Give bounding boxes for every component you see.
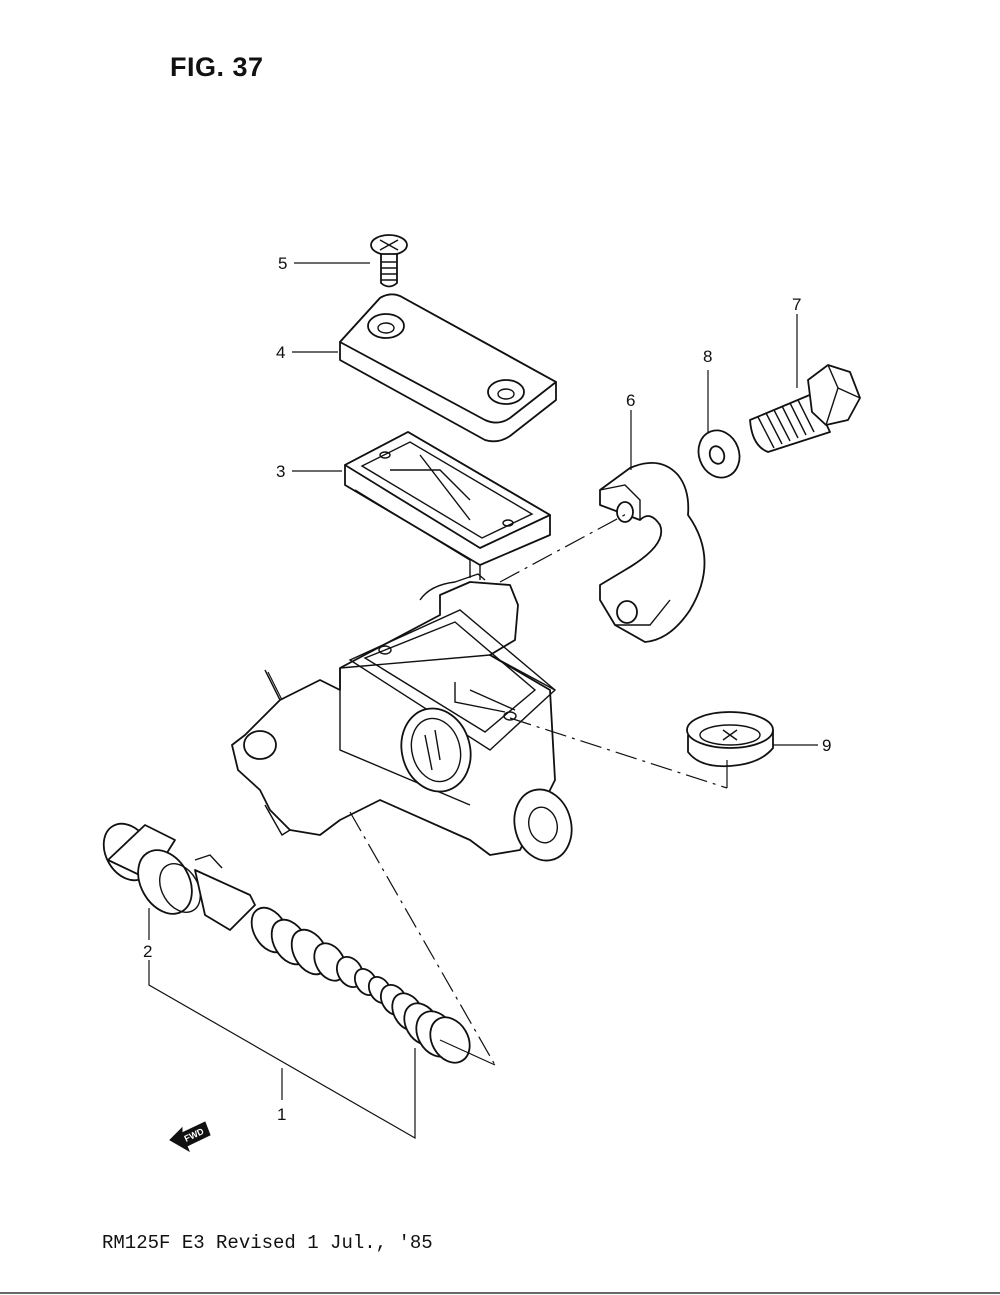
part-4-reservoir-cover (339, 293, 557, 443)
callout-3: 3 (276, 462, 285, 481)
part-7-bolt (749, 364, 861, 453)
part-9-boot (686, 711, 774, 768)
master-cylinder-body (231, 573, 573, 862)
alignment-lines (267, 511, 728, 1066)
callout-labels: 5 4 3 6 8 7 9 2 1 (143, 254, 831, 1124)
callout-8: 8 (703, 347, 712, 366)
figure-title: FIG. 37 (170, 52, 264, 82)
callout-4: 4 (276, 343, 285, 362)
part-8-washer (697, 429, 741, 479)
callout-6: 6 (626, 391, 635, 410)
part-6-clamp (599, 461, 706, 643)
fwd-arrow-icon: FWD (169, 1121, 211, 1153)
footer-revision-note: RM125F E3 Revised 1 Jul., '85 (102, 1232, 433, 1254)
part-5-screw (370, 234, 408, 288)
callout-7: 7 (792, 295, 801, 314)
callout-2: 2 (143, 942, 152, 961)
callout-9: 9 (822, 736, 831, 755)
callout-1: 1 (277, 1105, 286, 1124)
piston-assembly (102, 822, 471, 1064)
leader-lines (148, 262, 818, 1140)
part-3-diaphragm (344, 431, 551, 580)
callout-5: 5 (278, 254, 287, 273)
